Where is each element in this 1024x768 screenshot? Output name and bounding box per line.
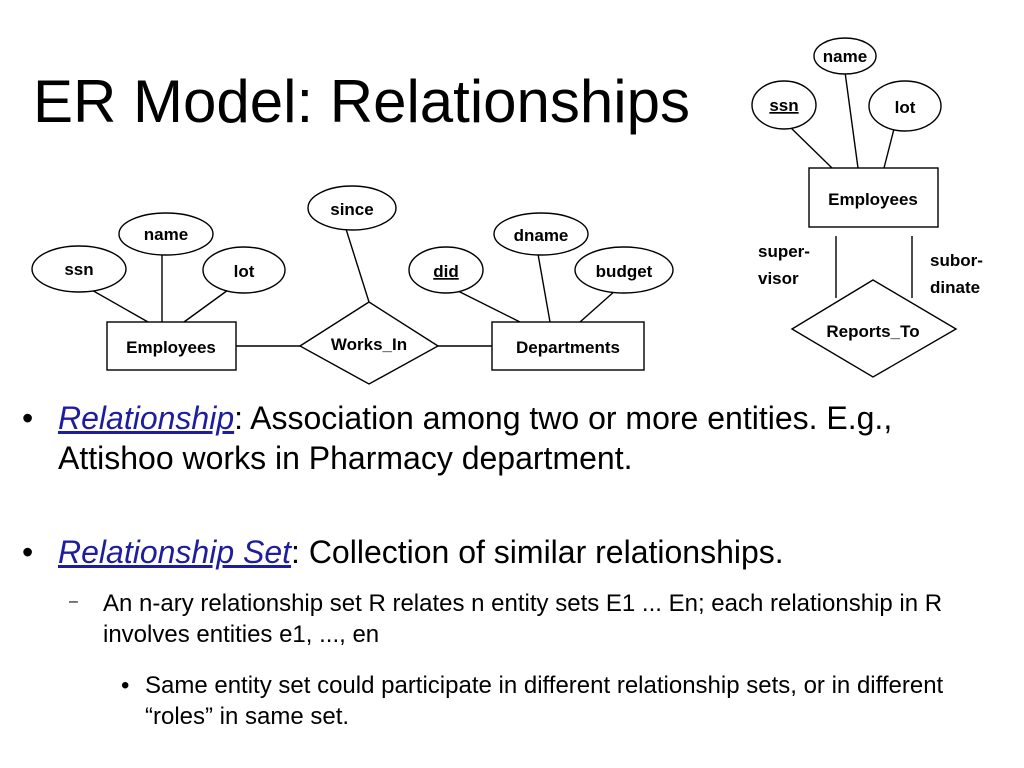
sub-bullet-text: An n-ary relationship set R relates n en… <box>103 590 943 648</box>
relationship-reportsto-label: Reports_To <box>826 322 919 341</box>
attribute-dname-label: dname <box>514 226 569 245</box>
bullet-marker-small: • <box>121 672 130 699</box>
entity-employees-box <box>106 321 237 371</box>
attribute-name-ellipse <box>118 212 214 256</box>
connector-since-worksin <box>345 228 370 303</box>
attribute-did-label: did <box>433 262 459 281</box>
relationship-worksin-label: Works_In <box>331 335 407 354</box>
attribute-ssn-label: ssn <box>64 260 93 279</box>
role-subordinate-label-line1: subor- <box>930 251 983 270</box>
attribute-ssn-ellipse <box>31 245 127 293</box>
sub-bullet-nary: – An n-ary relationship set R relates n … <box>69 588 1003 650</box>
attribute-budget-label: budget <box>596 262 653 281</box>
attribute-since-ellipse <box>307 185 397 231</box>
attribute-dname-ellipse <box>493 212 589 256</box>
bullet-marker: • <box>22 534 34 570</box>
bullet-marker: • <box>22 400 34 436</box>
connector-name-employees-right <box>844 71 859 169</box>
role-supervisor-label-line2: visor <box>758 269 799 288</box>
role-supervisor-label-line1: super- <box>758 242 810 261</box>
attribute-ssn-right-ellipse <box>751 80 817 130</box>
connector-ssn-employees <box>89 288 149 323</box>
attribute-lot-right-ellipse <box>868 80 942 132</box>
connector-ssn-employees-right <box>787 124 833 169</box>
relationship-worksin-diamond <box>298 301 440 385</box>
bullet-relationship: • Relationship: Association among two or… <box>22 398 988 478</box>
bullet-relationship-text: : Association among two or more entities… <box>58 400 893 476</box>
entity-employees-right-box <box>808 167 939 228</box>
entity-employees-right-label: Employees <box>828 190 918 209</box>
connector-budget-departments <box>579 289 617 323</box>
dash-marker: – <box>69 593 78 610</box>
connector-lot-employees-right <box>883 124 896 169</box>
attribute-budget-ellipse <box>574 246 674 294</box>
attribute-name-right-ellipse <box>813 37 877 75</box>
connector-did-departments <box>455 289 521 323</box>
slide-title: ER Model: Relationships <box>33 68 690 135</box>
sub-sub-bullet-roles: • Same entity set could participate in d… <box>121 670 1015 732</box>
sub-sub-bullet-text: Same entity set could participate in dif… <box>145 672 944 730</box>
attribute-name-label: name <box>144 225 188 244</box>
entity-employees-label: Employees <box>126 338 216 357</box>
attribute-name-right-label: name <box>823 47 867 66</box>
connector-dname-departments <box>537 253 551 323</box>
attribute-lot-right-label: lot <box>895 98 916 117</box>
bullet-relationship-set: • Relationship Set: Collection of simila… <box>22 532 988 572</box>
attribute-ssn-right-label: ssn <box>769 96 798 115</box>
attribute-lot-ellipse <box>202 246 286 294</box>
role-subordinate-label-line2: dinate <box>930 278 980 297</box>
term-relationship: Relationship <box>58 400 235 436</box>
attribute-lot-label: lot <box>234 262 255 281</box>
relationship-reportsto-diamond <box>790 279 958 378</box>
term-relationship-set: Relationship Set <box>58 534 292 570</box>
entity-departments-label: Departments <box>516 338 620 357</box>
attribute-did-ellipse <box>408 246 484 294</box>
bullet-relationship-set-text: : Collection of similar relationships. <box>291 534 784 570</box>
attribute-since-label: since <box>330 200 373 219</box>
entity-departments-box <box>491 321 645 371</box>
connector-lot-employees <box>183 289 229 323</box>
